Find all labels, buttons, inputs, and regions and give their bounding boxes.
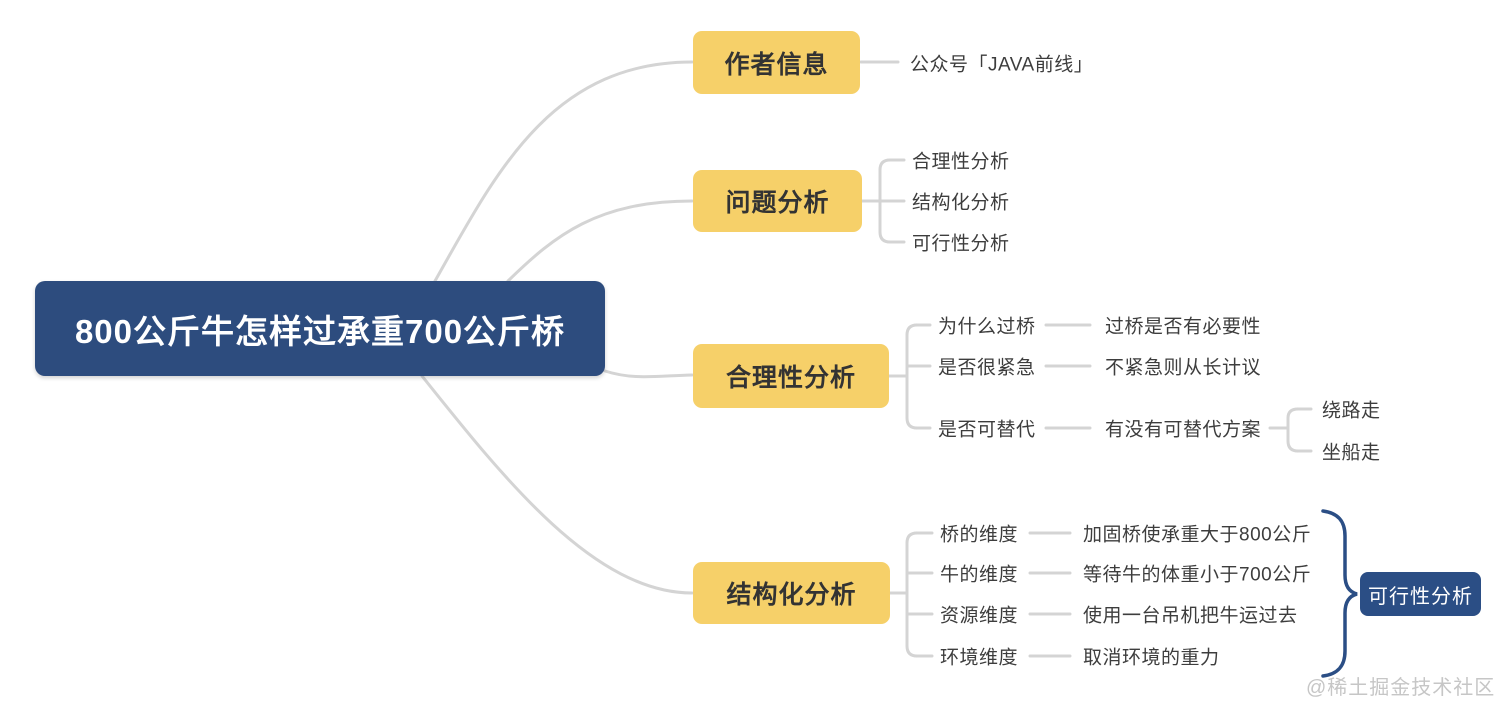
connector-root-problem bbox=[506, 199, 694, 283]
connector-root-rationality bbox=[603, 369, 694, 379]
connector-structural-spine bbox=[905, 531, 919, 658]
structural-solution[interactable]: 等待牛的体重小于700公斤 bbox=[1083, 564, 1312, 586]
structural-solution[interactable]: 取消环境的重力 bbox=[1083, 647, 1220, 669]
problem-item[interactable]: 可行性分析 bbox=[912, 233, 1010, 255]
problem-item[interactable]: 结构化分析 bbox=[912, 192, 1010, 214]
connector-problem-spine bbox=[878, 158, 892, 244]
rationality-question[interactable]: 为什么过桥 bbox=[938, 316, 1036, 338]
alternative-option[interactable]: 坐船走 bbox=[1322, 442, 1381, 464]
rationality-question[interactable]: 是否可替代 bbox=[938, 419, 1036, 441]
rationality-answer[interactable]: 过桥是否有必要性 bbox=[1105, 316, 1262, 338]
author-detail-text[interactable]: 公众号「JAVA前线」 bbox=[910, 54, 1094, 76]
structural-dimension[interactable]: 环境维度 bbox=[940, 647, 1019, 669]
rationality-answer[interactable]: 有没有可替代方案 bbox=[1105, 419, 1262, 441]
connector-rationality-spine bbox=[905, 323, 919, 430]
structural-dimension[interactable]: 牛的维度 bbox=[940, 564, 1019, 586]
curly-brace bbox=[1321, 509, 1358, 678]
structural-solution[interactable]: 使用一台吊机把牛运过去 bbox=[1083, 605, 1298, 627]
structural-dimension[interactable]: 桥的维度 bbox=[940, 524, 1019, 546]
root-node[interactable]: 800公斤牛怎样过承重700公斤桥 bbox=[35, 281, 605, 376]
branch-node-rationality[interactable]: 合理性分析 bbox=[693, 344, 889, 408]
connector-root-author bbox=[433, 60, 694, 283]
structural-dimension[interactable]: 资源维度 bbox=[940, 605, 1019, 627]
branch-node-structural[interactable]: 结构化分析 bbox=[693, 562, 890, 624]
rationality-answer[interactable]: 不紧急则从长计议 bbox=[1105, 357, 1262, 379]
connector-alt-spine bbox=[1286, 407, 1300, 453]
problem-item[interactable]: 合理性分析 bbox=[912, 151, 1010, 173]
rationality-question[interactable]: 是否很紧急 bbox=[938, 357, 1036, 379]
connector-root-structural bbox=[420, 374, 694, 595]
branch-node-author[interactable]: 作者信息 bbox=[693, 31, 860, 94]
branch-node-problem[interactable]: 问题分析 bbox=[693, 170, 862, 232]
watermark-text: @稀土掘金技术社区 bbox=[1306, 677, 1496, 699]
alternative-option[interactable]: 绕路走 bbox=[1322, 400, 1381, 422]
feasibility-node[interactable]: 可行性分析 bbox=[1360, 572, 1481, 616]
structural-solution[interactable]: 加固桥使承重大于800公斤 bbox=[1083, 524, 1312, 546]
